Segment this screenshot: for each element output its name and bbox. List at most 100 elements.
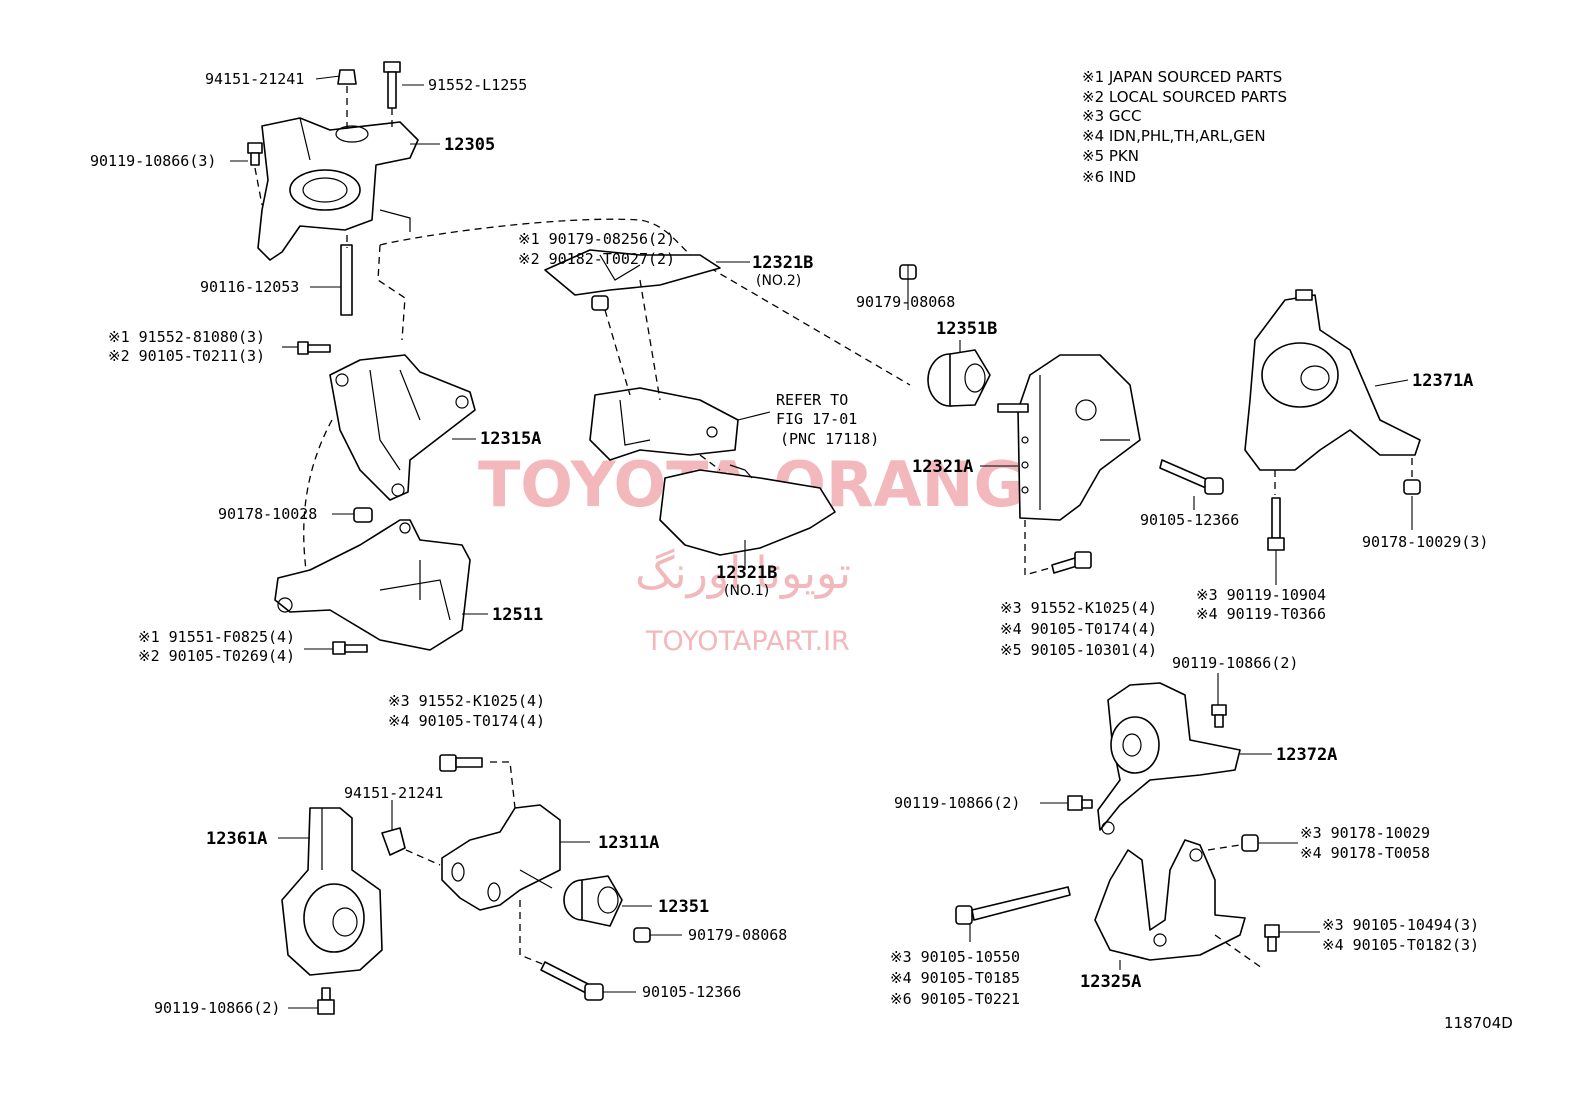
region-notes: ※1 JAPAN SOURCED PARTS ※2 LOCAL SOURCED … xyxy=(1082,68,1287,186)
label-12351: 12351 xyxy=(658,897,709,917)
label-90119-10904: ※3 90119-10904 xyxy=(1196,586,1326,604)
label-90105-12366-top: 90105-12366 xyxy=(1140,511,1239,529)
bolt-90119-10904 xyxy=(1267,497,1285,551)
label-91552-81080: ※1 91552-81080(3) xyxy=(108,328,265,346)
part-12305 xyxy=(257,117,419,261)
label-90119-10866-bottom: 90119-10866(2) xyxy=(154,999,280,1017)
label-12321a: 12321A xyxy=(912,457,973,477)
label-90119-t0366: ※4 90119-T0366 xyxy=(1196,605,1326,623)
watermark-persian: تویوتا اورنگ xyxy=(635,548,851,599)
label-12361a: 12361A xyxy=(206,829,267,849)
bolt-91551-f0825 xyxy=(332,641,368,655)
label-12311a: 12311A xyxy=(598,833,659,853)
label-12315a: 12315A xyxy=(480,429,541,449)
leader-lines xyxy=(230,75,1413,1009)
label-90105-t0211: ※2 90105-T0211(3) xyxy=(108,347,265,365)
label-12351b: 12351B xyxy=(936,319,997,339)
bolt-90105-10550 xyxy=(955,886,1071,925)
part-12351 xyxy=(563,875,623,927)
label-90178-10029-3: 90178-10029(3) xyxy=(1362,533,1488,551)
label-90105-t0269: ※2 90105-T0269(4) xyxy=(138,647,295,665)
labels: 94151-21241 91552-L1255 12305 90119-1086… xyxy=(90,70,1488,1017)
figure-id: 118704D xyxy=(1444,1014,1513,1032)
nut-94151-21241-bottom xyxy=(381,827,406,856)
note-1: ※1 JAPAN SOURCED PARTS xyxy=(1082,68,1282,86)
label-90105-10494: ※3 90105-10494(3) xyxy=(1322,916,1479,934)
label-12371a: 12371A xyxy=(1412,371,1473,391)
engine-outline xyxy=(303,218,911,571)
note-5: ※5 PKN xyxy=(1082,147,1139,165)
part-12321b-no2 xyxy=(544,249,721,296)
bolt-91552-l1255 xyxy=(383,61,401,109)
label-12511: 12511 xyxy=(492,605,543,625)
bolt-94151-top xyxy=(337,69,357,85)
label-12325a: 12325A xyxy=(1080,972,1141,992)
label-90105-t0174-left: ※4 90105-T0174(4) xyxy=(388,712,545,730)
label-90105-12366-bottom: 90105-12366 xyxy=(642,983,741,1001)
label-90119-10866-right-top: 90119-10866(2) xyxy=(1172,654,1298,672)
assembly-lines-12321b xyxy=(604,279,721,471)
note-6: ※6 IND xyxy=(1082,168,1136,186)
note-3: ※3 GCC xyxy=(1082,107,1141,125)
part-12321b-no1 xyxy=(659,464,836,556)
assembly-lines-12371a xyxy=(1274,458,1413,495)
bolt-91552-k1025-left xyxy=(439,754,483,772)
label-90105-10301: ※5 90105-10301(4) xyxy=(1000,641,1157,659)
nut-90178-t0058 xyxy=(1241,834,1259,852)
watermark-url: TOYOTAPART.IR xyxy=(645,626,850,657)
label-12372a: 12372A xyxy=(1276,745,1337,765)
label-90105-10550: ※3 90105-10550 xyxy=(890,948,1020,966)
nut-90179-08068-bottom xyxy=(633,927,651,943)
label-90119-10866-3: 90119-10866(3) xyxy=(90,152,216,170)
label-90179-08068-bottom: 90179-08068 xyxy=(688,926,787,944)
label-90179-08068-top: 90179-08068 xyxy=(856,293,955,311)
part-12371a xyxy=(1244,289,1421,471)
label-90178-t0058: ※4 90178-T0058 xyxy=(1300,844,1430,862)
bolt-90119-10866-right-top xyxy=(1211,704,1227,728)
part-12325a xyxy=(1094,839,1246,961)
note-2: ※2 LOCAL SOURCED PARTS xyxy=(1082,88,1287,106)
label-90105-t0221: ※6 90105-T0221 xyxy=(890,990,1020,1008)
label-94151-21241-bottom: 94151-21241 xyxy=(344,784,443,802)
nut-90178-10029 xyxy=(1403,479,1421,495)
bolt-90105-12366-bottom xyxy=(540,961,604,1001)
label-pnc-17118: (PNC 17118) xyxy=(780,430,879,448)
label-90105-t0182: ※4 90105-T0182(3) xyxy=(1322,936,1479,954)
label-91551-f0825: ※1 91551-F0825(4) xyxy=(138,628,295,646)
nut-90178-10028 xyxy=(353,507,373,523)
label-91552-k1025-left: ※3 91552-K1025(4) xyxy=(388,692,545,710)
label-90178-10029-b: ※3 90178-10029 xyxy=(1300,824,1430,842)
note-4: ※4 IDN,PHL,TH,ARL,GEN xyxy=(1082,127,1266,145)
label-91552-k1025-right: ※3 91552-K1025(4) xyxy=(1000,599,1157,617)
part-12511 xyxy=(274,519,471,651)
label-90105-t0185: ※4 90105-T0185 xyxy=(890,969,1020,987)
part-12351b xyxy=(927,349,991,407)
assembly-lines-12321a xyxy=(1024,520,1051,576)
label-90116-12053: 90116-12053 xyxy=(200,278,299,296)
part-12311a xyxy=(441,804,561,911)
part-12372a xyxy=(1097,682,1241,835)
label-no2: (NO.2) xyxy=(756,273,801,289)
label-90182-t0027: ※2 90182-T0027(2) xyxy=(518,250,675,268)
assembly-lines-12325a xyxy=(1207,844,1263,969)
label-12305: 12305 xyxy=(444,135,495,155)
bolt-91552-k1025-right xyxy=(1051,551,1092,574)
bolt-90105-12366-top xyxy=(1159,459,1224,495)
label-12321b-no1: 12321B xyxy=(716,563,777,583)
nut-90179-08256 xyxy=(591,295,609,311)
label-91552-l1255: 91552-L1255 xyxy=(428,76,527,94)
label-refer-to: REFER TO xyxy=(776,391,848,409)
label-90105-t0174-right: ※4 90105-T0174(4) xyxy=(1000,620,1157,638)
label-12321b-no2: 12321B xyxy=(752,253,813,273)
bolt-90119-10866-right-left xyxy=(1067,795,1093,811)
assembly-lines-bottom-left xyxy=(405,761,546,966)
bolt-90119-10866-bottom-left xyxy=(317,987,335,1015)
bolt-90119-top-left xyxy=(247,142,263,166)
label-90178-10028: 90178-10028 xyxy=(218,505,317,523)
part-12321a xyxy=(997,354,1141,521)
part-fig-17-01 xyxy=(589,387,739,461)
part-12361a xyxy=(281,807,383,976)
bolt-90105-10494 xyxy=(1264,924,1280,952)
label-90179-08256: ※1 90179-08256(2) xyxy=(518,230,675,248)
